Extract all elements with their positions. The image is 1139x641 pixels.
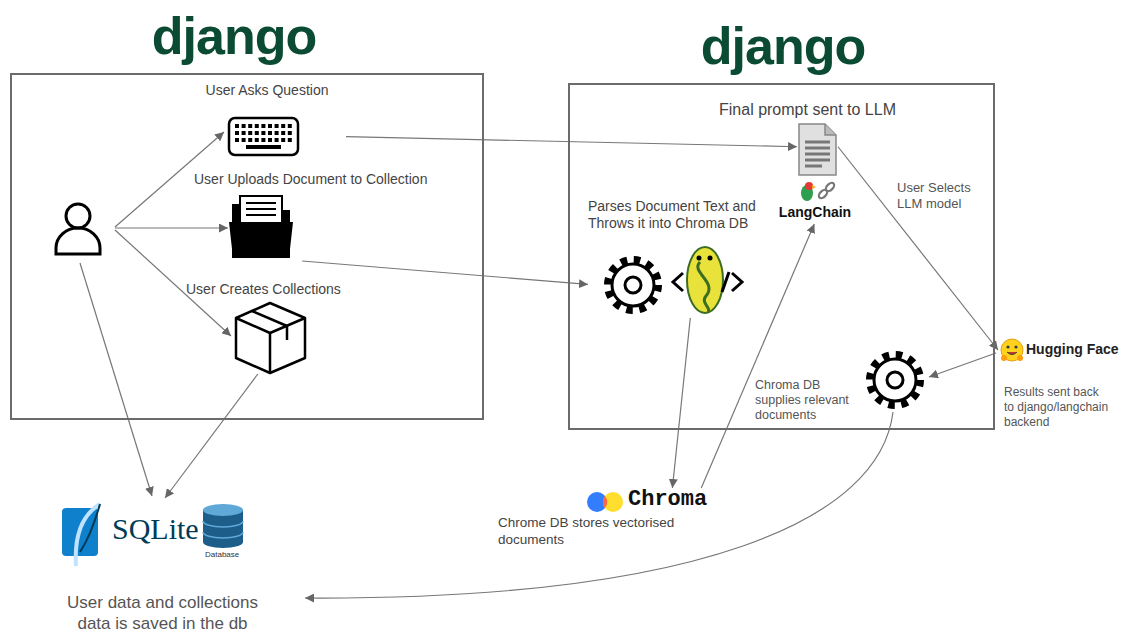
upload-step: User Uploads Document to Collection xyxy=(186,171,450,261)
text-holder: SQLite xyxy=(112,512,199,545)
text-holder: Hugging Face xyxy=(1026,341,1119,358)
collection-step: User Creates Collections xyxy=(186,281,375,374)
user-icon xyxy=(56,204,100,254)
text-holder: Chrome DB stores vectorised documents xyxy=(498,515,713,549)
edge-label: User Selects LLM model xyxy=(897,180,981,212)
huggingface-service: Hugging Face xyxy=(998,337,1128,363)
text-holder: Chroma xyxy=(628,488,707,512)
flow-arrow xyxy=(165,374,258,498)
database-cylinder-icon xyxy=(203,504,243,548)
huggingface-emoji xyxy=(1001,339,1023,361)
step-label: Parses Document Text and Throws it into … xyxy=(588,198,770,232)
parser-step: Parses Document Text and Throws it into … xyxy=(588,198,774,318)
chroma-logo xyxy=(587,492,623,512)
document-icon xyxy=(799,124,836,175)
text-holder: User Creates Collections xyxy=(186,281,371,298)
langchain-step: LangChain xyxy=(772,180,862,224)
note-label: Results sent back to django/langchain ba… xyxy=(1004,385,1110,430)
folder-icon xyxy=(229,196,293,258)
text-holder: User Asks Question xyxy=(192,82,342,99)
edge-label: Chroma DB supplies relevant documents xyxy=(755,378,855,423)
label-holder: Chroma DB supplies relevant documents xyxy=(755,378,855,423)
sqlite-feather-logo xyxy=(62,504,100,566)
chroma-store: ChromaChrome DB stores vectorised docume… xyxy=(497,488,719,552)
text-holder: User data and collections data is saved … xyxy=(55,593,270,634)
text-holder: Database xyxy=(205,551,239,560)
product-name: Chroma xyxy=(628,488,707,512)
text-holder: django xyxy=(134,10,334,62)
text-holder: Final prompt sent to LLM xyxy=(709,100,906,119)
parser-gear-icon xyxy=(608,260,658,310)
product-name: SQLite xyxy=(112,512,199,545)
text-holder: Parses Document Text and Throws it into … xyxy=(588,198,770,232)
question-input-step: User Asks Question xyxy=(192,82,346,160)
python-icon xyxy=(673,247,742,313)
flow-arrow xyxy=(672,318,690,488)
flow-arrow xyxy=(701,224,814,488)
prompt-step: Final prompt sent to LLM xyxy=(797,122,838,177)
step-label: User Uploads Document to Collection xyxy=(194,171,446,188)
product-name: LangChain xyxy=(772,204,858,221)
flow-arrow xyxy=(838,147,998,350)
flow-arrow xyxy=(346,137,797,147)
flow-arrow xyxy=(302,261,588,284)
label-holder: Results sent back to django/langchain ba… xyxy=(1004,385,1110,430)
label-holder: User Selects LLM model xyxy=(897,180,981,212)
step-label: Final prompt sent to LLM xyxy=(709,100,906,119)
text-holder: LangChain xyxy=(772,204,858,221)
product-name: Hugging Face xyxy=(1026,341,1119,358)
result-gear-icon xyxy=(870,355,920,405)
langchain-logo xyxy=(801,181,836,201)
sqlite-store: SQLiteDatabaseUser data and collections … xyxy=(45,498,290,638)
framework-heading: django xyxy=(134,10,334,62)
result-lines xyxy=(305,353,996,598)
django-app-frame: djangoUser Asks QuestionUser Uploads Doc… xyxy=(10,73,484,420)
store-note: Chrome DB stores vectorised documents xyxy=(498,515,713,549)
step-label: User Asks Question xyxy=(192,82,342,99)
text-holder: django xyxy=(683,20,883,72)
step-label: User Creates Collections xyxy=(186,281,371,298)
store-caption: User data and collections data is saved … xyxy=(55,593,270,634)
keyboard-icon xyxy=(229,118,298,155)
icon-caption: Database xyxy=(205,551,239,560)
framework-heading: django xyxy=(683,20,883,72)
box-icon xyxy=(236,303,305,373)
text-holder: User Uploads Document to Collection xyxy=(194,171,446,188)
